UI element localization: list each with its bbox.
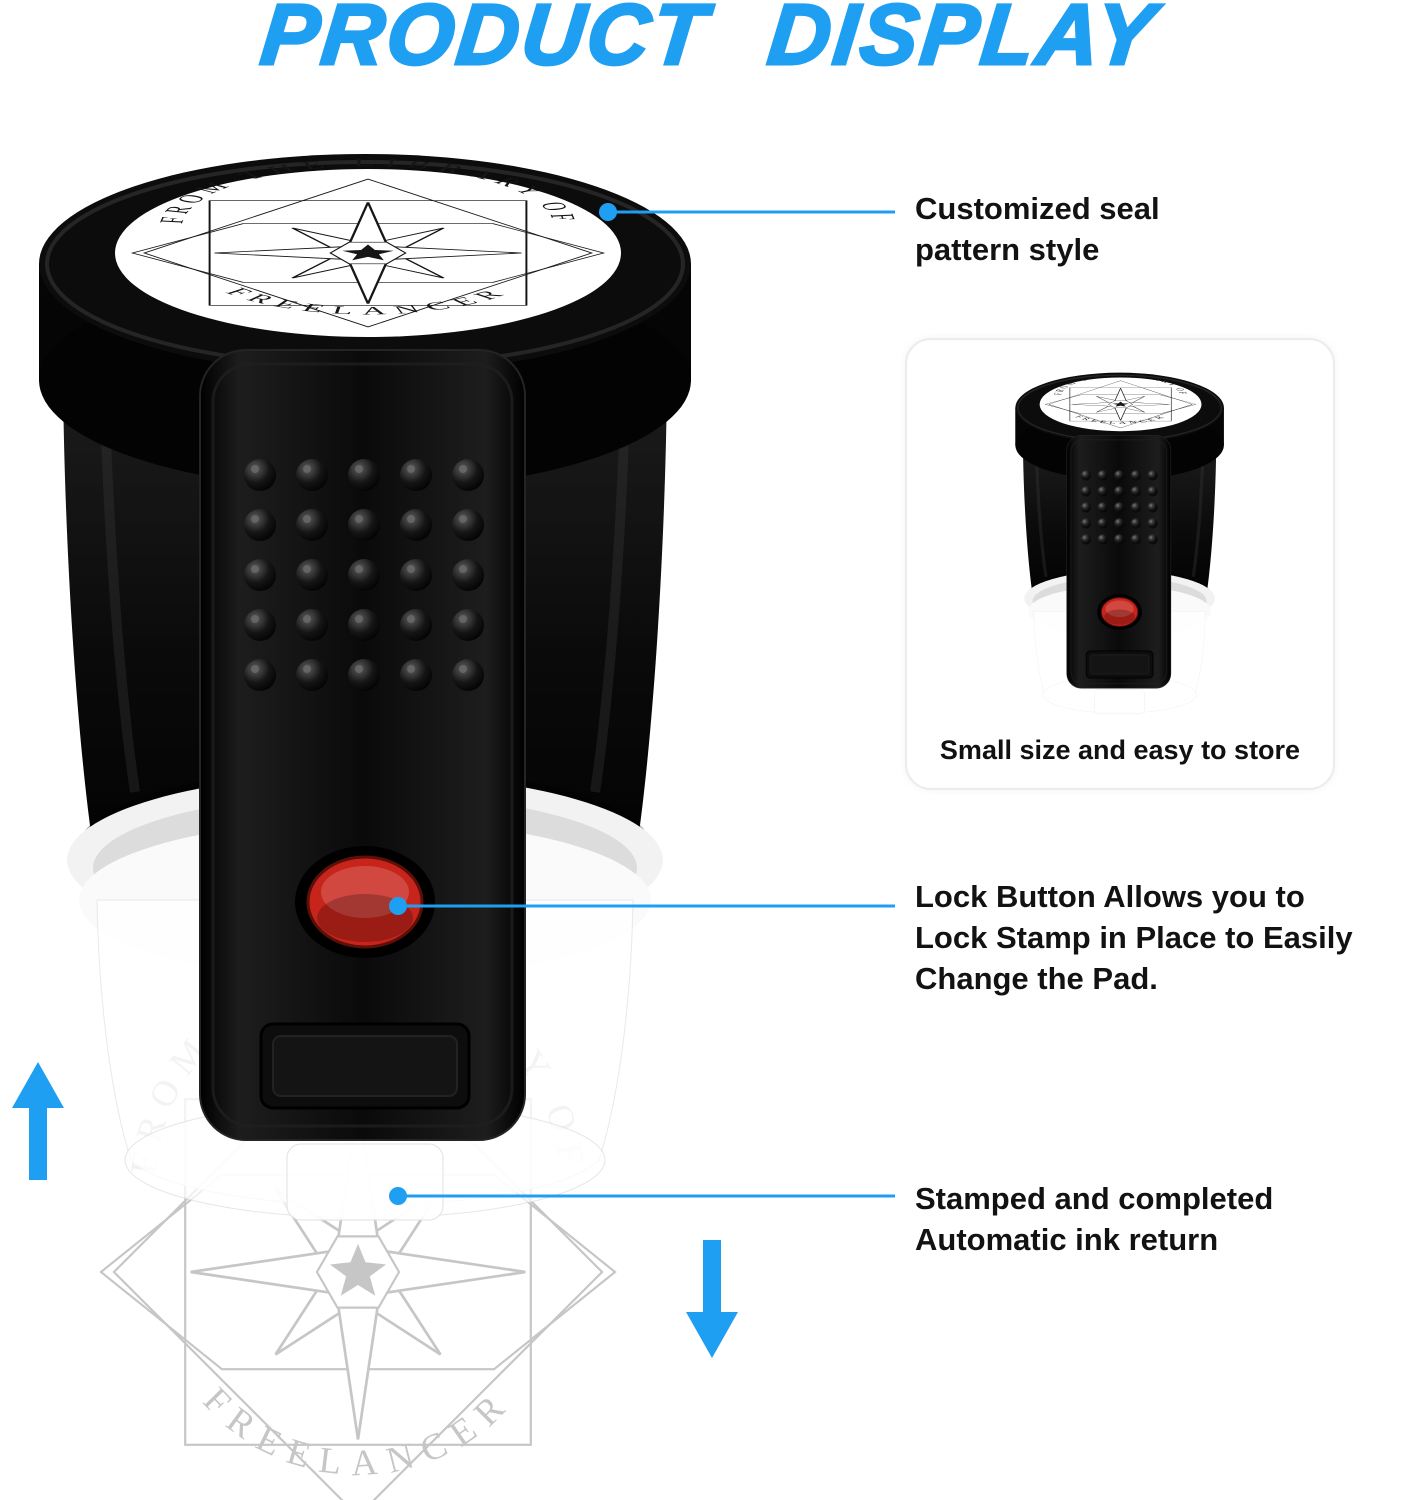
main-stamp — [39, 154, 691, 1220]
callout-dot-seal — [599, 203, 617, 221]
inset-caption: Small size and easy to store — [939, 735, 1301, 765]
callout-lock-line-3: Change the Pad. — [915, 961, 1158, 996]
inset-stamp — [1015, 373, 1224, 714]
product-display-title: PRODUCT DISPLAY — [255, 0, 1163, 85]
callout-dot-ink — [389, 1187, 407, 1205]
callout-ink-line-2: Automatic ink return — [915, 1222, 1219, 1257]
callout-lock-line-1: Lock Button Allows you to — [915, 879, 1305, 914]
callout-connectors — [389, 203, 895, 1205]
callout-lock-button: Lock Button Allows you to Lock Stamp in … — [915, 876, 1353, 999]
callout-seal-pattern: Customized seal pattern style — [915, 188, 1160, 270]
callout-dot-lock — [389, 897, 407, 915]
callout-seal-line-2: pattern style — [915, 232, 1100, 267]
callout-lock-line-2: Lock Stamp in Place to Easily — [915, 920, 1353, 955]
arrow-down-icon — [686, 1240, 738, 1358]
callout-ink-return: Stamped and completed Automatic ink retu… — [915, 1178, 1273, 1260]
callout-seal-line-1: Customized seal — [915, 191, 1160, 226]
arrow-up-icon — [12, 1062, 64, 1180]
callout-ink-line-1: Stamped and completed — [915, 1181, 1274, 1216]
